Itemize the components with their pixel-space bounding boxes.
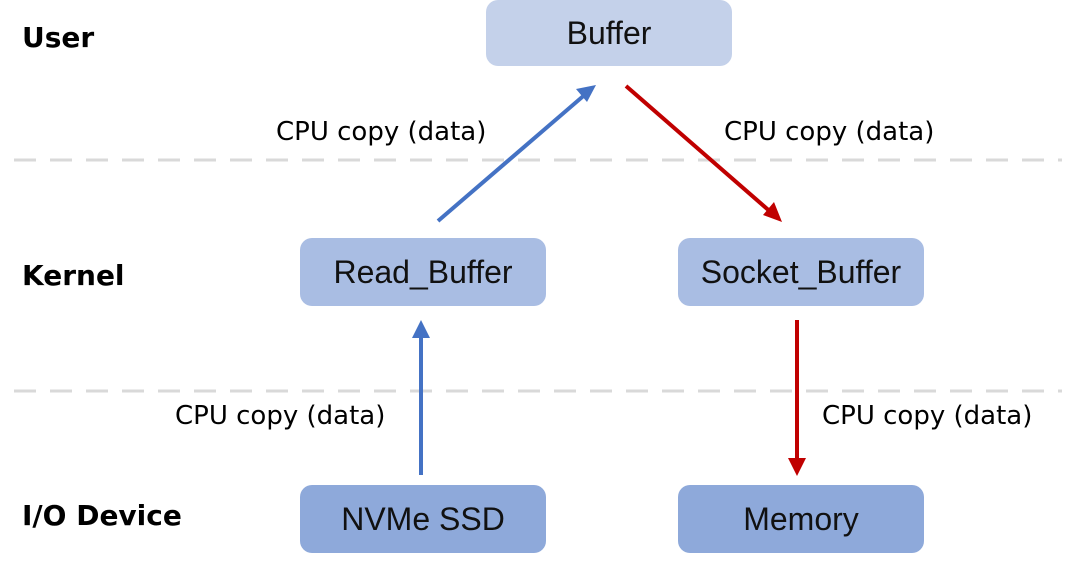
arrowhead-user-to-socket — [763, 202, 782, 222]
node-read-buffer-label: Read_Buffer — [333, 253, 513, 290]
node-memory: Memory — [678, 485, 924, 553]
node-read-buffer: Read_Buffer — [300, 238, 546, 306]
node-socket-buffer: Socket_Buffer — [678, 238, 924, 306]
node-nvme-ssd-label: NVMe SSD — [341, 500, 505, 537]
edge-label-ssd-to-read: CPU copy (data) — [175, 401, 386, 431]
layer-label-io-device: I/O Device — [22, 499, 182, 532]
layer-label-kernel: Kernel — [22, 259, 125, 292]
node-memory-label: Memory — [743, 500, 859, 537]
arrow-read-to-user — [436, 90, 590, 223]
arrowhead-socket-to-memory — [788, 458, 806, 476]
node-socket-buffer-label: Socket_Buffer — [700, 253, 902, 290]
arrowhead-read-to-user — [576, 85, 596, 102]
edge-label-socket-to-memory: CPU copy (data) — [822, 401, 1033, 431]
edge-label-read-to-user: CPU copy (data) — [276, 117, 487, 147]
arrow-user-to-socket — [624, 84, 775, 216]
node-buffer: Buffer — [486, 0, 732, 66]
layer-label-user: User — [22, 21, 95, 54]
edge-label-user-to-socket: CPU copy (data) — [724, 117, 935, 147]
node-buffer-label: Buffer — [566, 14, 652, 51]
node-nvme-ssd: NVMe SSD — [300, 485, 546, 553]
arrowhead-ssd-to-read — [412, 320, 430, 338]
